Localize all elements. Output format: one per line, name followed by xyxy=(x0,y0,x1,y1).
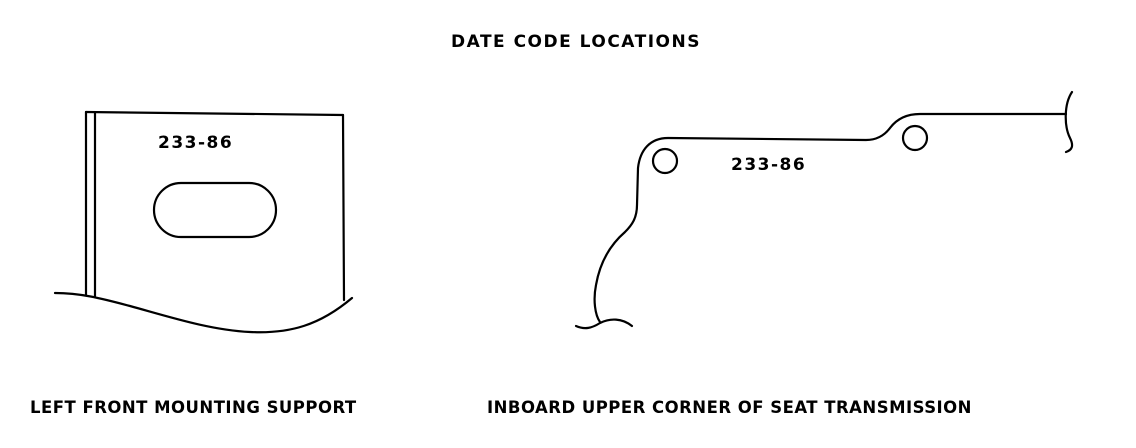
caption-left-front-mounting-support: LEFT FRONT MOUNTING SUPPORT xyxy=(30,398,357,418)
date-code-left: 233-86 xyxy=(158,133,234,153)
caption-seat-transmission: INBOARD UPPER CORNER OF SEAT TRANSMISSIO… xyxy=(487,398,972,418)
transmission-edge xyxy=(593,112,1068,324)
transmission-break-bottom xyxy=(574,318,634,330)
bracket-break-line xyxy=(53,291,354,334)
transmission-break-right xyxy=(1064,90,1074,154)
mounting-support-bracket xyxy=(53,110,354,334)
seat-transmission-outline xyxy=(574,90,1074,330)
mounting-hole-right xyxy=(901,124,929,152)
mounting-hole-left xyxy=(651,147,679,175)
date-code-right: 233-86 xyxy=(731,155,807,175)
diagram-title: DATE CODE LOCATIONS xyxy=(451,32,701,52)
bracket-top-edge xyxy=(84,110,345,117)
slotted-hole xyxy=(152,181,278,239)
bracket-right-edge xyxy=(341,113,346,302)
